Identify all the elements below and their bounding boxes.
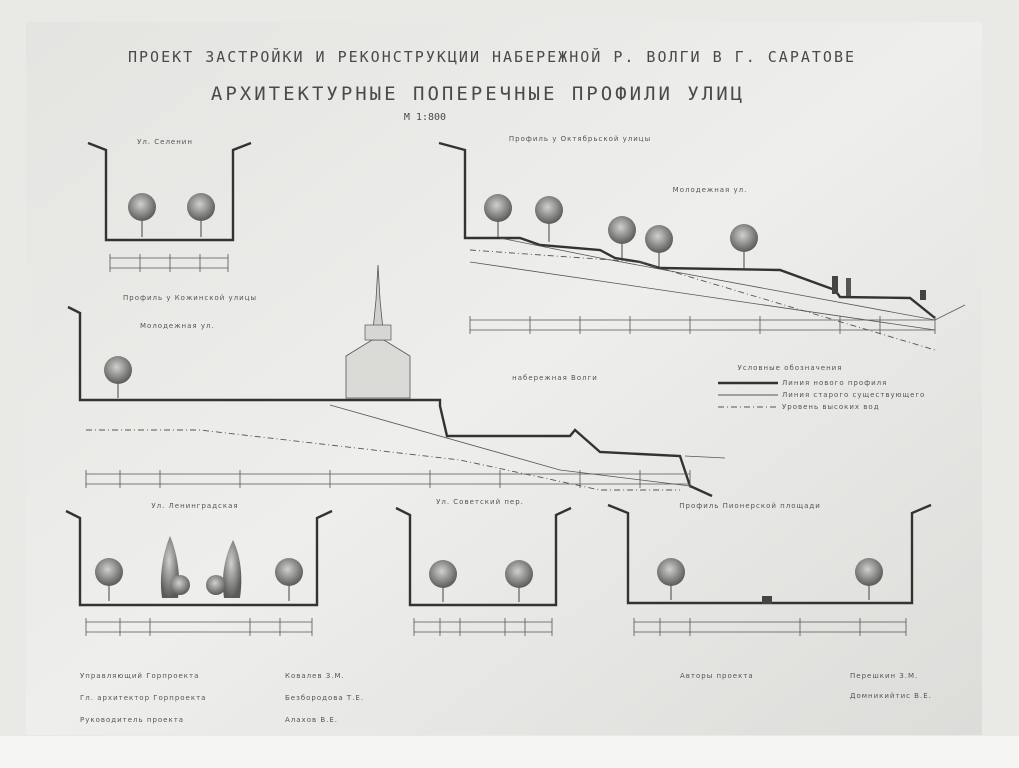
cypress-icon [160, 536, 190, 598]
tree-icon [187, 193, 215, 237]
tree-icon [657, 558, 685, 600]
profile-5-label: Ул. Советский пер. [436, 498, 524, 506]
credit-name-3: Алахов В.Е. [285, 716, 338, 724]
profile-3-midlabel: набережная Волги [512, 374, 598, 382]
profile-3-label: Профиль у Кожинской улицы [123, 294, 257, 302]
tree-icon [104, 356, 132, 398]
profile-2-sublabel: Молодежная ул. [673, 186, 748, 194]
profile-3: Профиль у Кожинской улицы Молодежная ул.… [67, 264, 726, 498]
legend-item-2: Линия старого существующего [782, 391, 925, 399]
profile-1-label: Ул. Селенин [137, 138, 193, 146]
cypress-icon [206, 540, 242, 598]
credit-role-1: Управляющий Горпроекта [80, 672, 199, 680]
paper-sheet [26, 22, 982, 735]
credit-name-4: Перешкин З.М. [850, 672, 918, 680]
legend-title: Условные обозначения [738, 364, 843, 372]
tree-icon [128, 193, 156, 237]
tree-icon [855, 558, 883, 600]
tree-icon [535, 196, 563, 242]
credit-name-5: Домникийтис В.Е. [850, 692, 932, 700]
profile-5: Ул. Советский пер. [395, 498, 572, 636]
profile-4: Ул. Ленинградская [65, 502, 333, 636]
tree-icon [429, 560, 457, 602]
credit-role-4: Авторы проекта [680, 672, 754, 680]
mount-margin [0, 736, 1019, 768]
profile-2: Профиль у Октябрьской улицы Молодежная у… [438, 135, 966, 351]
credits: Управляющий Горпроекта Ковалев З.М. Гл. … [80, 672, 932, 724]
legend: Условные обозначения Линия нового профил… [718, 364, 925, 411]
tree-icon [608, 216, 636, 259]
profile-4-label: Ул. Ленинградская [151, 502, 238, 510]
tree-icon [730, 224, 758, 269]
tree-icon [275, 558, 303, 601]
sheet-title: ПРОЕКТ ЗАСТРОЙКИ И РЕКОНСТРУКЦИИ НАБЕРЕЖ… [128, 47, 856, 66]
profile-6-label: Профиль Пионерской площади [679, 502, 821, 510]
tree-icon [95, 558, 123, 601]
scale-label: М 1:800 [404, 112, 446, 123]
tree-icon [484, 194, 512, 237]
legend-item-1: Линия нового профиля [782, 379, 887, 387]
credit-role-2: Гл. архитектор Горпроекта [80, 694, 206, 702]
tree-icon [645, 225, 673, 267]
credit-name-1: Ковалев З.М. [285, 672, 345, 680]
legend-item-3: Уровень высоких вод [782, 403, 880, 411]
profile-3-sublabel: Молодежная ул. [140, 322, 215, 330]
tree-icon [505, 560, 533, 602]
profile-1: Ул. Селенин [87, 138, 252, 272]
credit-role-3: Руководитель проекта [80, 716, 184, 724]
profile-6: Профиль Пионерской площади [607, 502, 932, 636]
sheet-subtitle: АРХИТЕКТУРНЫЕ ПОПЕРЕЧНЫЕ ПРОФИЛИ УЛИЦ [211, 83, 745, 105]
profile-2-label: Профиль у Октябрьской улицы [509, 135, 651, 143]
credit-name-2: Безбородова Т.Е. [285, 694, 364, 702]
